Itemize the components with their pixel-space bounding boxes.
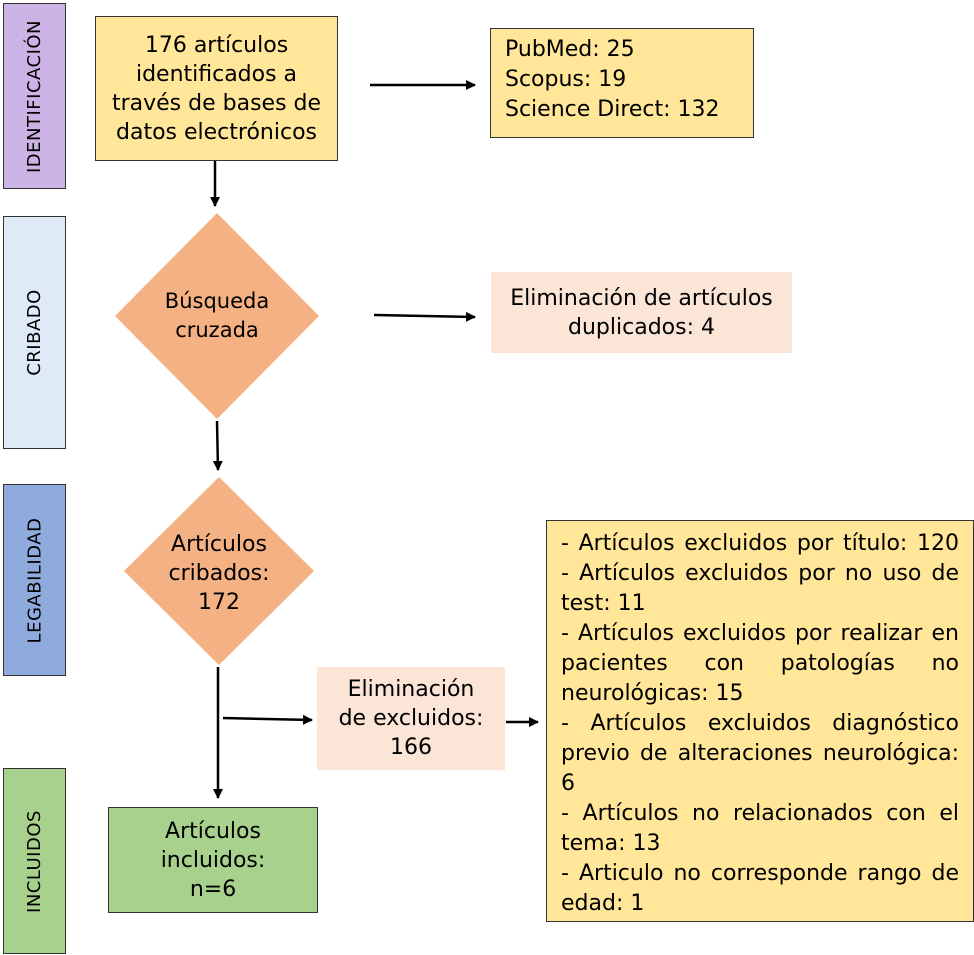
reason-line: 6 (561, 771, 575, 796)
excluded-line: Eliminación (347, 677, 475, 702)
cross-search-diamond (115, 213, 319, 419)
cross-search-line: Búsqueda (164, 289, 270, 313)
reason-line: - Artículos excluidos por título: 120 (561, 531, 959, 556)
reason-line: previo de alteraciones neurológica: (561, 741, 959, 766)
reason-line: neurológicas: 15 (561, 681, 744, 706)
cross-search-label: Búsqueda cruzada (137, 278, 297, 354)
identified-line: 176 artículos (144, 32, 289, 58)
exclusion-reasons-box: - Artículos excluidos por título: 120 - … (546, 520, 974, 922)
excluded-line: 166 (390, 735, 432, 760)
included-box: Artículos incluidos: n=6 (108, 807, 318, 913)
database-scopus: Scopus: 19 (505, 67, 627, 92)
databases-box: PubMed: 25 Scopus: 19 Science Direct: 13… (490, 28, 754, 138)
stage-legabilidad: LEGABILIDAD (3, 484, 66, 676)
reason-line: pacientes con patologías no (561, 651, 959, 676)
stage-incluidos: INCLUIDOS (3, 768, 66, 954)
reason-line: edad: 1 (561, 891, 645, 916)
screened-line: Artículos (171, 531, 267, 557)
identified-line: identificados a (135, 61, 298, 87)
identified-line: través de bases de (111, 90, 322, 116)
arrow-cross-search-to-screened (212, 420, 223, 471)
reason-line: - Artículos no relacionados con el (561, 801, 959, 826)
included-line: Artículos (165, 818, 261, 844)
duplicates-box: Eliminación de artículos duplicados: 4 (491, 272, 792, 353)
reason-line: - Artículos excluidos diagnóstico (561, 711, 959, 736)
database-science-direct: Science Direct: 132 (505, 97, 720, 122)
arrow-cross-search-to-duplicates (373, 311, 476, 322)
included-line: incluidos: (160, 847, 266, 873)
screened-line: 172 (198, 589, 240, 615)
stage-cribado: CRIBADO (3, 216, 66, 449)
arrow-to-excluded (222, 714, 313, 725)
database-pubmed: PubMed: 25 (505, 37, 635, 62)
excluded-line: de excluidos: (338, 706, 484, 731)
identified-line: datos electrónicos (116, 119, 317, 145)
screened-label: Artículos cribados: 172 (144, 528, 294, 618)
reason-line: - Artículos excluidos por no uso de (561, 561, 959, 586)
identified-articles-box: 176 artículos identificados a través de … (95, 16, 338, 161)
stage-identificacion: IDENTIFICACIÓN (3, 3, 66, 189)
excluded-box: Eliminación de excluidos: 166 (317, 667, 505, 770)
reason-line: test: 11 (561, 591, 646, 616)
duplicates-line: duplicados: 4 (568, 314, 715, 340)
reason-line: - Articulo no corresponde rango de (561, 861, 959, 886)
screened-diamond (124, 477, 314, 665)
screened-line: cribados: (168, 560, 270, 586)
duplicates-line: Eliminación de artículos (510, 285, 773, 311)
reason-line: - Artículos excluidos por realizar en (561, 621, 959, 646)
cross-search-line: cruzada (175, 318, 259, 342)
included-line: n=6 (189, 876, 237, 902)
reason-line: tema: 13 (561, 831, 661, 856)
